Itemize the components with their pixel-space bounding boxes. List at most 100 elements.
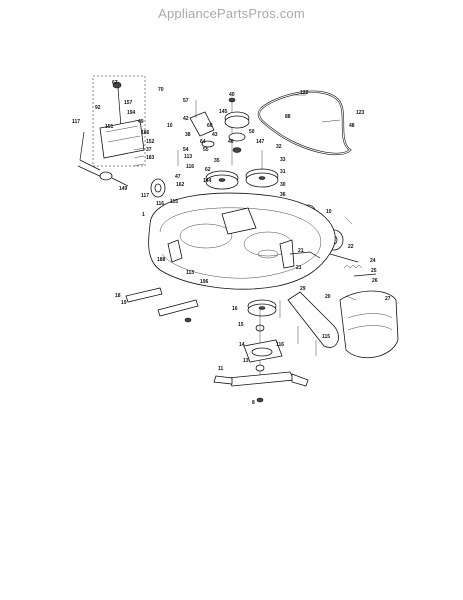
callout: 115: [322, 334, 330, 340]
mower-deck-housing: [148, 192, 336, 290]
callout: 57: [183, 98, 189, 104]
callout: 116: [156, 201, 164, 207]
right-spindle-opening: [257, 249, 279, 259]
callout: 60: [207, 123, 213, 129]
chute-hinge: [345, 295, 357, 301]
spring-link-22: [329, 253, 359, 263]
bracket-detail: [105, 125, 141, 143]
callout: 162: [176, 182, 185, 188]
discharge-bracket: [289, 251, 321, 259]
callout: 62: [205, 167, 211, 173]
callout: 188: [157, 257, 166, 263]
callout: 152: [146, 139, 155, 145]
lift-bracket-plate: [99, 119, 145, 159]
callout: 70: [158, 87, 164, 93]
callout: 149: [119, 186, 128, 192]
callout: 24: [370, 258, 376, 264]
callout: 67: [112, 80, 118, 86]
callout: 144: [203, 178, 212, 184]
deck-center-bracket: [221, 207, 257, 235]
callout: 92: [95, 105, 101, 111]
callout: 32: [276, 144, 282, 150]
assembly-boundary-box: [92, 75, 146, 167]
callout: 42: [183, 116, 189, 122]
callout: 22: [348, 244, 354, 250]
callout: 88: [285, 114, 291, 120]
callout: 50: [249, 129, 255, 135]
callout: 11: [218, 366, 224, 372]
callout: 33: [280, 157, 286, 163]
blade-tip-left: [213, 375, 233, 385]
callout: 37: [146, 147, 152, 153]
callout: 30: [280, 182, 286, 188]
mower-blade-11: [227, 371, 295, 387]
front-hanger-18: [125, 287, 163, 303]
callout: 147: [256, 139, 265, 145]
hanger-bracket-19: [157, 299, 199, 317]
left-pulley-hub: [218, 178, 226, 182]
deck-hanger-right: [279, 239, 295, 269]
callout: 43: [212, 132, 218, 138]
deck-belt: [257, 90, 352, 156]
callout: 115: [170, 199, 178, 205]
callout: 117: [72, 119, 80, 125]
spindle-pulley-16-face: [247, 303, 277, 317]
callout: 47: [175, 174, 181, 180]
callout: 16: [232, 306, 238, 312]
callout: 151: [105, 124, 114, 130]
idler-pulley-stack: [189, 97, 250, 165]
callout: 21: [296, 265, 302, 271]
callout: 113: [184, 154, 192, 160]
callout: 40: [229, 92, 235, 98]
callout: 10: [326, 209, 332, 215]
callout: 116: [186, 164, 194, 170]
callout: 13: [243, 358, 249, 364]
spindle-blade-assembly: [213, 299, 309, 403]
callout: 145: [219, 109, 228, 115]
callout: 194: [127, 110, 136, 116]
callout: 186: [141, 130, 150, 136]
callout: 29: [300, 286, 306, 292]
callout: 8: [252, 400, 255, 406]
right-mandrel-pulley-face: [245, 172, 279, 188]
belt-guide-bolts: [292, 94, 341, 123]
site-watermark: AppliancePartsPros.com: [158, 6, 305, 21]
blade-adapter-13: [255, 364, 265, 372]
left-mandrel-pulley-face: [205, 174, 239, 190]
top-nut: [228, 97, 236, 103]
callout: 117: [141, 193, 149, 199]
deck-top-contour: [159, 207, 322, 279]
callout: 19: [121, 300, 127, 306]
callout: 14: [239, 342, 245, 348]
callout: 54: [183, 147, 189, 153]
bolt-e: [345, 217, 353, 225]
right-side-hardware: [329, 253, 377, 277]
callout: 21: [298, 248, 304, 254]
lower-hangers: [125, 287, 199, 323]
idler-pulley-lower-face: [224, 115, 250, 129]
idler-spacer: [232, 147, 242, 153]
link-rod-25: [353, 273, 377, 277]
misc-bolts: [177, 150, 353, 356]
callout: 157: [124, 100, 133, 106]
callout: 40: [228, 139, 234, 145]
callout: 49: [138, 119, 144, 125]
left-gauge-wheel-hub: [154, 183, 162, 193]
callout: 38: [185, 132, 191, 138]
hanger-nut: [184, 317, 192, 323]
callout: 25: [371, 268, 377, 274]
idler-bracket-arm: [228, 132, 246, 142]
callout: 48: [349, 123, 355, 129]
callout: 15: [238, 322, 244, 328]
blade-bolt-8: [256, 397, 264, 403]
callout: 27: [385, 296, 391, 302]
lift-link-rod: [77, 131, 105, 179]
callout: 20: [325, 294, 331, 300]
callout: 36: [280, 192, 286, 198]
callout: 26: [372, 278, 378, 284]
right-pulley-hub: [258, 176, 266, 180]
v-belt-inner: [258, 91, 351, 155]
small-hardware: [133, 147, 145, 167]
